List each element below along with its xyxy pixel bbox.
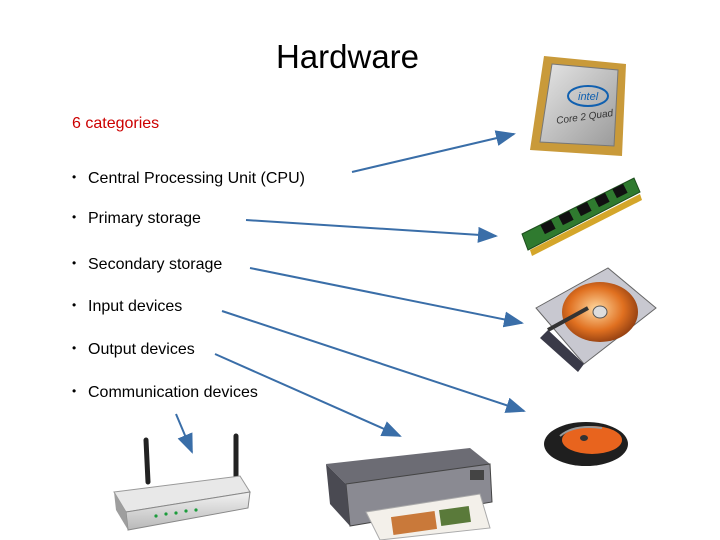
cpu-brand-text: intel — [578, 91, 599, 103]
connector-arrows — [175, 130, 526, 454]
bullet-dot: • — [72, 298, 77, 312]
bullet-item-communication-devices: •Communication devices — [72, 384, 258, 401]
mouse-icon — [544, 422, 628, 466]
hard-drive-icon — [535, 267, 657, 372]
slide-subtitle: 6 categories — [72, 115, 160, 132]
cpu-chip-icon: intel Core 2 Quad — [530, 56, 626, 156]
bullet-item-input-devices: •Input devices — [72, 298, 183, 315]
bullet-dot: • — [72, 256, 77, 270]
bullet-item-primary-storage: •Primary storage — [72, 210, 201, 227]
bullet-dot: • — [72, 210, 77, 224]
bullet-dot: • — [72, 170, 77, 184]
printer-icon — [326, 448, 493, 540]
arrow-output-devices — [214, 353, 402, 437]
bullet-item-output-devices: •Output devices — [72, 341, 195, 358]
bullet-item-secondary-storage: •Secondary storage — [72, 256, 223, 273]
slide-title: Hardware — [275, 38, 420, 75]
arrow-primary-storage — [245, 219, 498, 243]
arrow-cpu — [351, 130, 516, 173]
router-icon — [113, 433, 251, 531]
bullet-dot: • — [72, 384, 77, 398]
ram-module-icon — [521, 177, 642, 256]
bullet-dot: • — [72, 341, 77, 355]
arrow-input-devices — [221, 310, 526, 413]
arrow-communication-devices — [175, 413, 193, 454]
bullet-item-cpu: •Central Processing Unit (CPU) — [72, 170, 305, 187]
arrow-secondary-storage — [249, 267, 524, 328]
